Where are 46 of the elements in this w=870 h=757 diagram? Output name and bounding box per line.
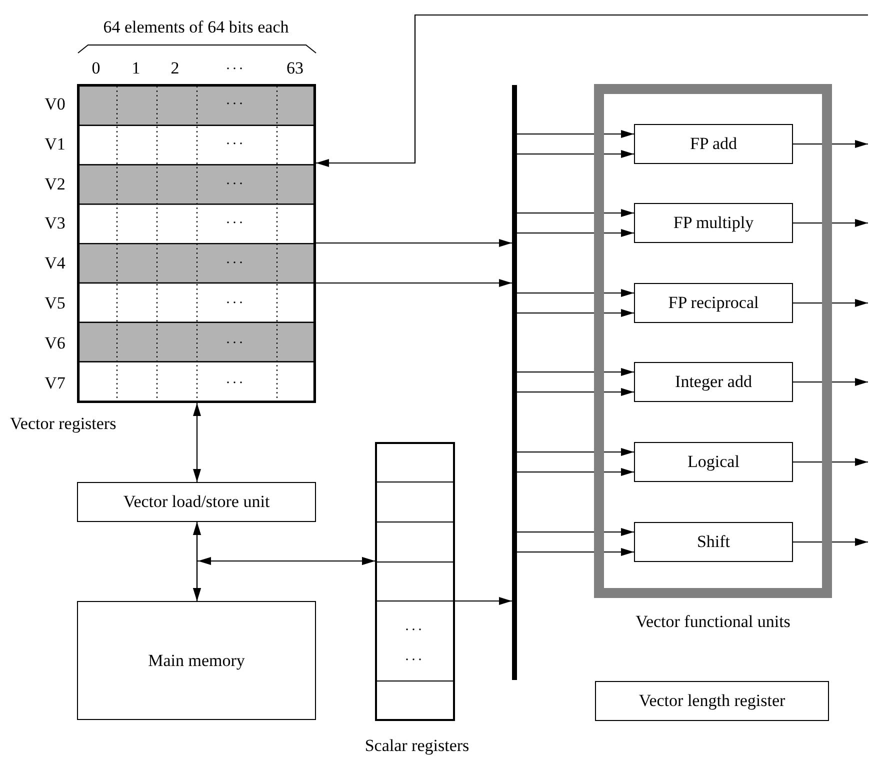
column-index: 63: [286, 60, 304, 76]
unit-label: FP add: [690, 134, 738, 154]
row-label: V7: [44, 374, 66, 392]
ellipsis: ...: [226, 293, 246, 307]
column-index: 1: [132, 60, 140, 76]
section-caption: Vector registers: [10, 414, 118, 434]
ellipsis: ...: [405, 620, 425, 634]
unit-label: FP multiply: [673, 213, 754, 233]
ellipsis: ...: [405, 650, 425, 664]
row-label: V0: [44, 96, 66, 112]
unit-label: Logical: [688, 452, 740, 472]
unit-box: [77, 482, 316, 522]
ellipsis: ...: [226, 59, 246, 73]
column-index: 2: [170, 60, 180, 76]
unit-label: FP reciprocal: [668, 293, 759, 313]
row-label: V1: [44, 135, 66, 152]
row-label: V3: [44, 214, 66, 232]
unit-label: Integer add: [675, 372, 752, 392]
unit-box: [634, 124, 793, 164]
row-label: V2: [44, 175, 66, 192]
unit-label: Vector load/store unit: [123, 492, 270, 512]
register-box: [595, 681, 829, 721]
bus-bar: [512, 85, 517, 680]
row-label: V6: [44, 334, 66, 352]
unit-box: [634, 203, 793, 243]
unit-box: [634, 442, 793, 482]
row-label: V5: [44, 294, 66, 312]
unit-box: [634, 362, 793, 402]
section-caption: Vector functional units: [634, 612, 792, 632]
unit-label: Main memory: [148, 650, 245, 670]
ellipsis: ...: [226, 174, 246, 188]
row-label: V4: [44, 254, 66, 272]
ellipsis: ...: [226, 213, 246, 228]
ellipsis: ...: [226, 134, 246, 148]
section-caption: Scalar registers: [364, 736, 470, 756]
title: 64 elements of 64 bits each: [103, 18, 289, 36]
column-index: 0: [92, 60, 100, 76]
ellipsis: ...: [226, 372, 246, 387]
memory-box: [77, 601, 316, 720]
unit-label: Shift: [696, 532, 730, 552]
unit-label: Vector length register: [638, 691, 786, 711]
unit-box: [634, 283, 793, 323]
ellipsis: ...: [226, 253, 246, 268]
ellipsis: ...: [226, 94, 246, 108]
ellipsis: ...: [226, 332, 246, 347]
unit-box: [634, 522, 793, 562]
